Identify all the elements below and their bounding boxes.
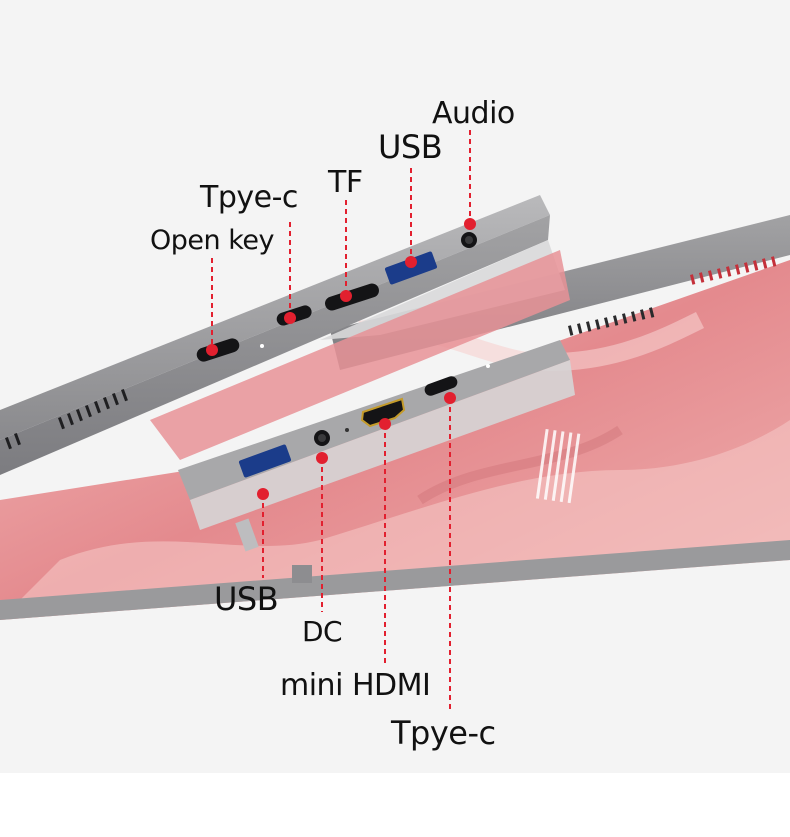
upper-device-hinge bbox=[320, 240, 565, 340]
right-vents-red bbox=[690, 256, 777, 285]
label-mini-hdmi: mini HDMI bbox=[280, 668, 431, 703]
screen-os-mark bbox=[535, 428, 581, 504]
bottom-whitespace bbox=[0, 773, 790, 833]
label-open-key: Open key bbox=[150, 225, 274, 256]
usb-c-port-icon bbox=[424, 376, 458, 396]
label-usb-bottom: USB bbox=[214, 580, 279, 618]
callout-lines-bottom bbox=[262, 398, 451, 712]
lower-device-bottom bbox=[190, 360, 575, 530]
label-audio: Audio bbox=[432, 96, 515, 131]
upper-device-side bbox=[0, 215, 550, 475]
hdmi-port-icon bbox=[360, 397, 406, 428]
label-type-c-bottom: Tpye-c bbox=[391, 714, 496, 752]
upper-device-pink-under bbox=[150, 250, 570, 460]
label-tf: TF bbox=[328, 165, 363, 200]
screen-swirl-3 bbox=[417, 425, 623, 505]
callout-dots-top bbox=[206, 218, 476, 356]
indicator-led bbox=[260, 344, 264, 348]
label-type-c-top: Tpye-c bbox=[200, 180, 298, 215]
right-vents bbox=[567, 307, 655, 336]
callout-lines-top bbox=[211, 130, 471, 350]
label-dc: DC bbox=[302, 615, 343, 648]
usb-port-icon bbox=[238, 444, 292, 478]
main-body-edge bbox=[0, 540, 790, 620]
callout-dots-bottom bbox=[257, 392, 456, 500]
label-usb-top: USB bbox=[378, 128, 443, 166]
left-vents bbox=[4, 388, 128, 450]
tf-slot-icon bbox=[325, 283, 379, 311]
hinge-right bbox=[292, 565, 312, 583]
hinge-left bbox=[235, 518, 259, 552]
